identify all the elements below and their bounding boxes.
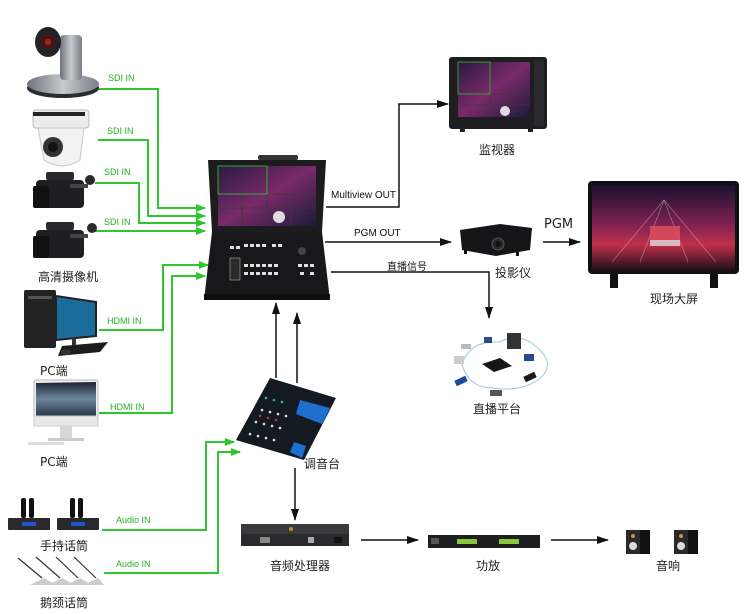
- handheld-mic-label: 手持话筒: [40, 539, 89, 553]
- mixer-label: 调音台: [304, 457, 341, 471]
- audio-in-line-2: [104, 448, 241, 574]
- hdmi-in-line-2: [99, 272, 206, 414]
- audio-in-label: Audio IN: [116, 559, 151, 569]
- monitor-label: 监视器: [479, 143, 516, 157]
- portable-video-switcher-icon: [204, 155, 330, 300]
- handheld-mic-icon: [8, 498, 99, 530]
- gooseneck-mic-icon: [17, 556, 104, 585]
- sdi-in-line-2: [98, 139, 206, 220]
- multiview-out-line: [326, 100, 449, 208]
- amplifier-label: 功放: [476, 559, 501, 573]
- audio-mixer-icon: [236, 378, 336, 460]
- multiview-out-label: Multiview OUT: [331, 190, 397, 201]
- sdi-in-label: SDI IN: [104, 167, 131, 177]
- projector-label: 投影仪: [495, 266, 532, 280]
- pc-tower-icon: [24, 290, 108, 356]
- amplifier-icon: [428, 535, 540, 548]
- speakers-label: 音响: [656, 559, 681, 573]
- hdmi-in-label: HDMI IN: [110, 402, 145, 412]
- camcorder-icon: [33, 172, 95, 208]
- pc-tower-label: PC端: [40, 364, 68, 378]
- pgm-out-label: PGM OUT: [354, 228, 401, 239]
- hdmi-in-line-1: [99, 261, 209, 331]
- gooseneck-mic-label: 鹅颈话筒: [40, 596, 89, 610]
- audio-in-line-1: [102, 438, 235, 531]
- big-screen-label: 现场大屏: [650, 292, 699, 306]
- live-platform-network-icon: [454, 333, 548, 396]
- audio-processor-icon: [241, 524, 349, 546]
- sdi-in-label: SDI IN: [104, 217, 131, 227]
- monitor-icon: [449, 57, 547, 132]
- cameras-label: 高清摄像机: [38, 270, 99, 284]
- camcorder-icon: [33, 222, 97, 258]
- live-platform-label: 直播平台: [473, 402, 522, 416]
- big-screen-icon: [588, 181, 739, 288]
- dome-camera-icon: [32, 109, 90, 167]
- speakers-icon: [626, 530, 698, 554]
- ptz-camera-icon: [27, 27, 99, 98]
- live-signal-label: 直播信号: [387, 262, 427, 273]
- audio-in-label: Audio IN: [116, 515, 151, 525]
- projector-icon: [460, 224, 532, 256]
- all-in-one-pc-icon: [28, 379, 99, 445]
- sdi-in-line-1: [98, 88, 206, 212]
- sdi-in-label: SDI IN: [107, 126, 134, 136]
- pc-allinone-label: PC端: [40, 455, 68, 469]
- hdmi-in-label: HDMI IN: [107, 316, 142, 326]
- sdi-in-label: SDI IN: [108, 73, 135, 83]
- pgm-label: PGM: [544, 217, 574, 232]
- live-signal-line: [331, 271, 493, 319]
- sdi-in-line-3: [95, 182, 206, 227]
- audio-processor-label: 音频处理器: [270, 559, 331, 573]
